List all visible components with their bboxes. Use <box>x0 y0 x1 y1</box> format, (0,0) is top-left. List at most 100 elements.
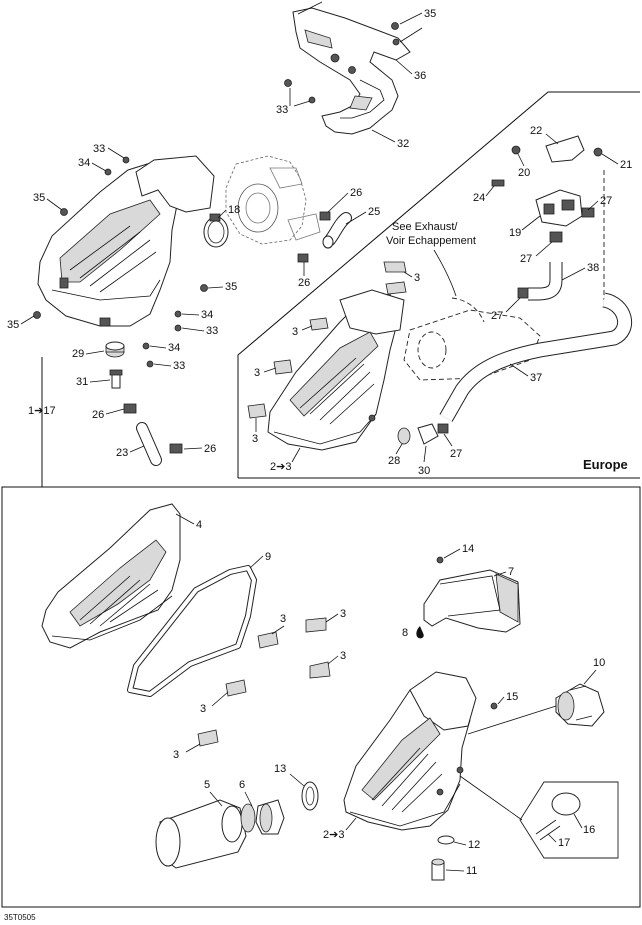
label-3-l4: 3 <box>200 703 206 715</box>
label-26-low: 26 <box>92 409 104 421</box>
nut-35-left <box>60 208 68 216</box>
label-35-bottom: 35 <box>7 319 19 331</box>
airbox-lower <box>343 671 477 831</box>
label-13: 13 <box>274 763 286 775</box>
label-33-top: 33 <box>276 104 288 116</box>
label-8: 8 <box>402 627 408 639</box>
screw-14 <box>436 556 444 564</box>
fitting-31 <box>109 369 123 389</box>
label-3-l1: 3 <box>280 613 286 625</box>
label-27-low: 27 <box>450 448 462 460</box>
label-16: 16 <box>583 824 595 836</box>
label-15: 15 <box>506 691 518 703</box>
label-4: 4 <box>196 519 202 531</box>
hose-37 <box>439 292 632 422</box>
clip-l4 <box>225 679 247 697</box>
nut-20 <box>511 145 521 155</box>
label-34-low: 34 <box>168 342 180 354</box>
clip-l3 <box>309 661 331 679</box>
nut-21 <box>593 147 603 157</box>
label-3-e2: 3 <box>292 326 298 338</box>
label-26-bottom: 26 <box>204 443 216 455</box>
label-32: 32 <box>397 138 409 150</box>
clip-l1 <box>257 631 279 649</box>
airbox-cover-4 <box>41 503 181 649</box>
label-21: 21 <box>620 159 632 171</box>
clip-e3 <box>273 359 293 375</box>
label-3-l5: 3 <box>173 749 179 761</box>
airbox-europe <box>267 289 405 451</box>
label-37: 37 <box>530 372 542 384</box>
label-2-to-3-lower: 2➔3 <box>323 829 344 841</box>
label-6: 6 <box>239 779 245 791</box>
europe-frame-upper <box>237 91 640 478</box>
clamp-26-upper <box>123 403 137 414</box>
label-33-mid: 33 <box>206 325 218 337</box>
footer-code: 35T0505 <box>4 913 36 922</box>
clamp-13 <box>301 781 319 811</box>
label-14: 14 <box>462 543 474 555</box>
intake-duct-7 <box>423 569 521 633</box>
bracket-assembly <box>292 1 411 135</box>
label-33-low: 33 <box>173 360 185 372</box>
label-35-left: 35 <box>33 192 45 204</box>
ring-6 <box>240 799 285 835</box>
label-19: 19 <box>509 227 521 239</box>
label-2-to-3-europe: 2➔3 <box>270 461 291 473</box>
drain-hose-23 <box>136 422 183 466</box>
label-28: 28 <box>388 455 400 467</box>
bolt-24 <box>491 179 505 187</box>
see-exhaust-line2: Voir Echappement <box>386 235 476 247</box>
elbow-30 <box>417 423 449 445</box>
screw-33 <box>122 156 130 164</box>
label-35-top: 35 <box>424 8 436 20</box>
label-35-mid: 35 <box>225 281 237 293</box>
solenoid-valve-19 <box>535 189 595 243</box>
label-1-to-17: 1➔17 <box>28 405 56 417</box>
label-33-left: 33 <box>93 143 105 155</box>
carburetor <box>225 155 321 245</box>
label-11: 11 <box>466 865 477 877</box>
screw-left <box>284 79 316 104</box>
screw-top <box>391 22 400 46</box>
clip-e1 <box>383 261 407 295</box>
label-27-mid: 27 <box>520 253 532 265</box>
label-3-e4: 3 <box>252 433 258 445</box>
label-12: 12 <box>468 839 480 851</box>
clamp-18 <box>203 213 229 248</box>
label-10: 10 <box>593 657 605 669</box>
label-38: 38 <box>587 262 599 274</box>
label-29: 29 <box>72 348 84 360</box>
label-27-hose: 27 <box>491 310 503 322</box>
grommet-28 <box>397 427 411 445</box>
hose-38 <box>517 262 563 301</box>
label-22: 22 <box>530 125 542 137</box>
label-9: 9 <box>265 551 271 563</box>
washer-34 <box>104 168 112 176</box>
nut-35-bottom <box>33 311 41 319</box>
sealant-drop-8 <box>416 626 424 639</box>
screw-15 <box>490 702 498 710</box>
drain-cap-11 <box>431 858 445 881</box>
label-34-mid: 34 <box>201 309 213 321</box>
fasteners-column <box>142 284 208 368</box>
label-25: 25 <box>368 206 380 218</box>
label-3-e3: 3 <box>254 367 260 379</box>
label-3-e1: 3 <box>414 272 420 284</box>
see-exhaust-line1: See Exhaust/ <box>392 221 458 233</box>
label-24: 24 <box>473 192 485 204</box>
label-20: 20 <box>518 167 530 179</box>
exhaust-outline <box>403 297 541 381</box>
adapter-10 <box>555 683 605 727</box>
label-3-l3: 3 <box>340 650 346 662</box>
europe-label: Europe <box>583 457 628 472</box>
label-7: 7 <box>508 566 514 578</box>
label-31: 31 <box>76 376 88 388</box>
label-30: 30 <box>418 465 430 477</box>
label-5: 5 <box>204 779 210 791</box>
label-27-valve: 27 <box>600 195 612 207</box>
valve-bracket-22 <box>545 135 585 163</box>
label-34-left: 34 <box>78 157 90 169</box>
label-36: 36 <box>414 70 426 82</box>
